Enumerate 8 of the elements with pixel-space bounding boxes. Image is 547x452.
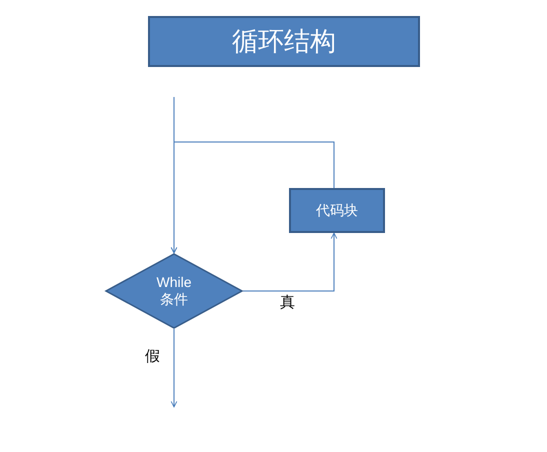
- edge-label: 真: [279, 294, 296, 312]
- edge-label: 假: [144, 348, 161, 366]
- arrow: [170, 142, 334, 254]
- process-box: 代码块: [289, 188, 385, 233]
- decision-diamond: While 条件: [105, 253, 243, 329]
- arrow: [170, 328, 178, 408]
- arrow: [242, 232, 338, 292]
- title-box: 循环结构: [148, 16, 420, 67]
